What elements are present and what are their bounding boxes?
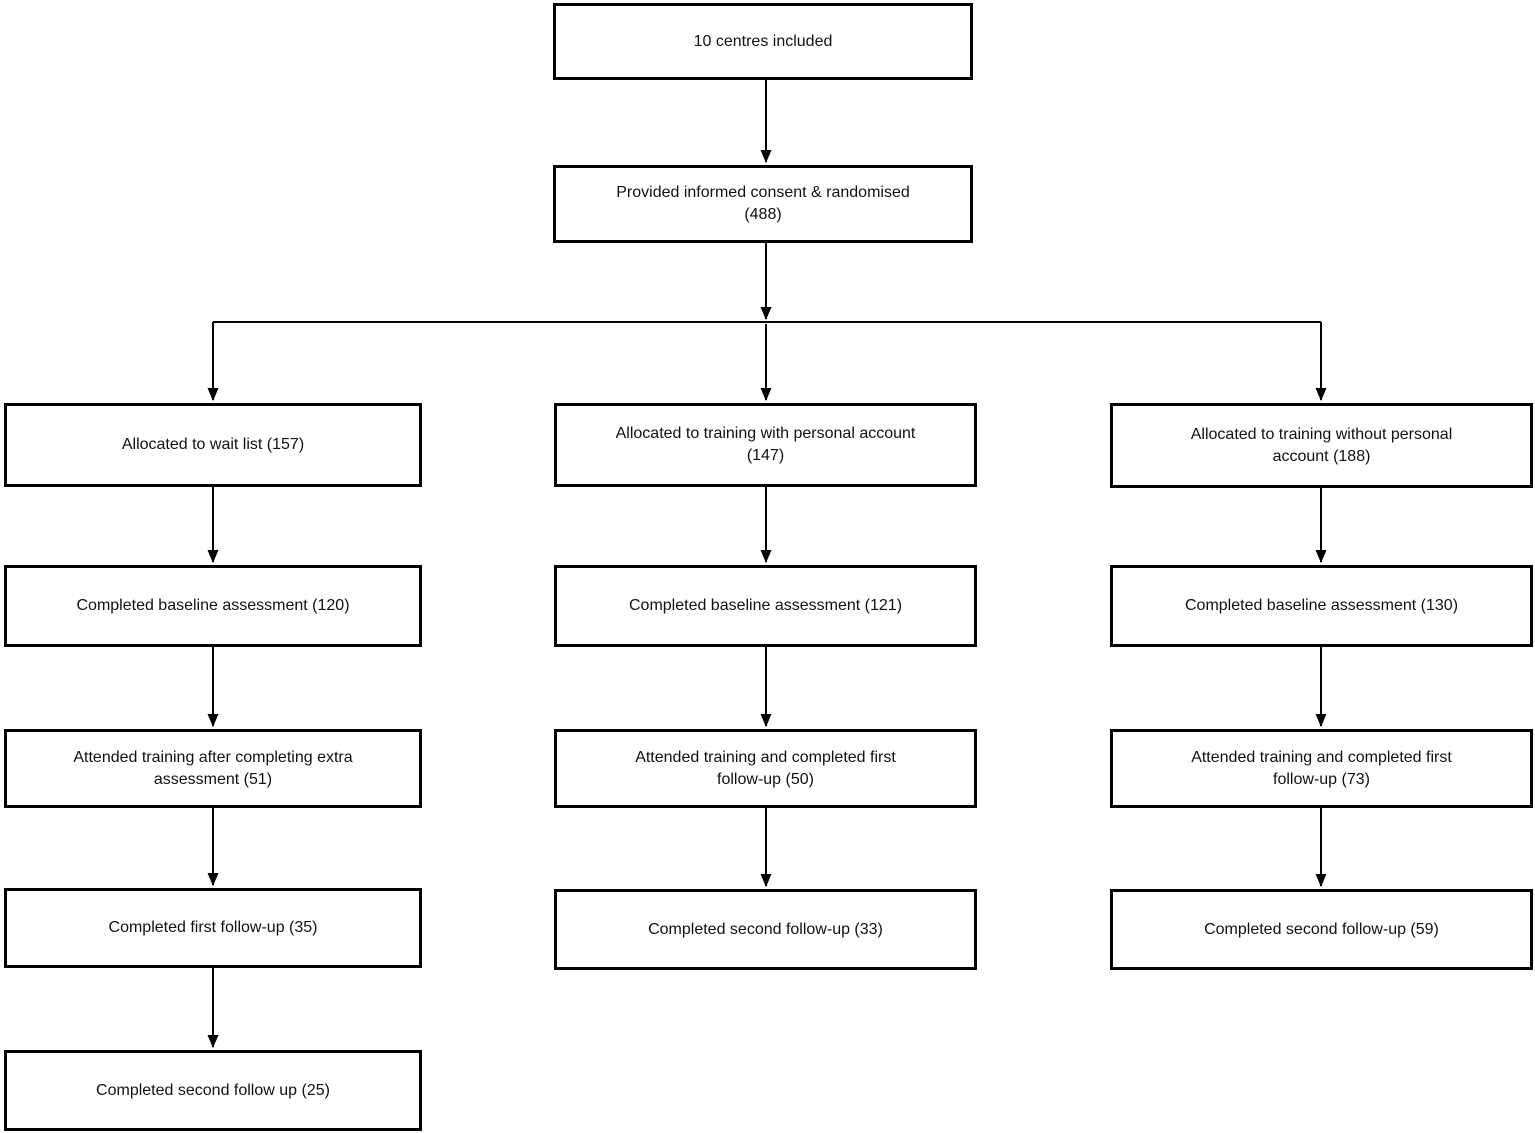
box-text: Completed second follow up (25) (96, 1081, 330, 1099)
box-with-account-second-followup: Completed second follow-up (33) (554, 889, 977, 970)
box-text: Completed second follow-up (33) (648, 920, 883, 938)
box-text: Provided informed consent & randomised (616, 184, 910, 201)
box-waitlist-baseline: Completed baseline assessment (120) (4, 565, 422, 647)
box-text: Attended training after completing extra (73, 748, 353, 766)
box-text: follow-up (50) (717, 770, 814, 788)
box-waitlist-attended-training: Attended training after completing extra… (4, 729, 422, 808)
box-centres-included: 10 centres included (553, 3, 973, 80)
box-text: Allocated to wait list (157) (121, 436, 305, 453)
box-text: (147) (746, 447, 785, 464)
box-text: Allocated to training with personal acco… (615, 425, 916, 442)
box-text: Attended training and completed first (635, 748, 896, 766)
box-without-account-second-followup: Completed second follow-up (59) (1110, 889, 1533, 970)
box-text: Completed baseline assessment (130) (1184, 597, 1459, 614)
box-without-account-baseline: Completed baseline assessment (130) (1110, 565, 1533, 647)
box-consent-randomised: Provided informed consent & randomised (… (553, 165, 973, 243)
box-without-account-allocated: Allocated to training without personal a… (1110, 403, 1533, 488)
box-text: account (188) (1272, 447, 1371, 465)
box-text: assessment (51) (153, 770, 273, 788)
box-text: Completed first follow-up (35) (108, 919, 318, 936)
box-with-account-baseline: Completed baseline assessment (121) (554, 565, 977, 647)
box-waitlist-second-followup: Completed second follow up (25) (4, 1050, 422, 1131)
box-text: Attended training and completed first (1191, 748, 1452, 766)
box-text: Completed second follow-up (59) (1204, 920, 1439, 938)
box-text: Allocated to training without personal (1190, 425, 1453, 443)
box-text: follow-up (73) (1273, 770, 1370, 788)
box-text: 10 centres included (693, 32, 833, 50)
box-waitlist-first-followup: Completed first follow-up (35) (4, 888, 422, 968)
box-with-account-attended-training: Attended training and completed first fo… (554, 729, 977, 808)
box-text: Completed baseline assessment (121) (628, 597, 903, 614)
box-without-account-attended-training: Attended training and completed first fo… (1110, 729, 1533, 808)
box-text: (488) (744, 206, 782, 223)
box-with-account-allocated: Allocated to training with personal acco… (554, 403, 977, 487)
box-text: Completed baseline assessment (120) (76, 597, 350, 614)
box-waitlist-allocated: Allocated to wait list (157) (4, 403, 422, 487)
